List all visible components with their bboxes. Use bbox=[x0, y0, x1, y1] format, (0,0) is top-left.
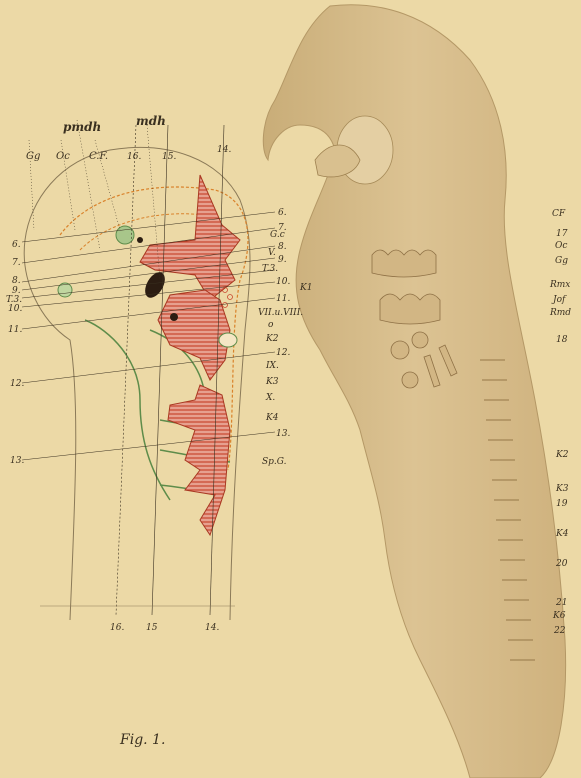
label-right-9: 9. bbox=[278, 255, 287, 265]
label-embryo-22: 22 bbox=[553, 626, 566, 636]
label-pmdh: pmdh bbox=[63, 120, 101, 134]
label-embryo-19: 19 bbox=[556, 499, 568, 509]
label-embryo-k4: K4 bbox=[555, 529, 569, 539]
label-right-k4: K4 bbox=[265, 413, 279, 423]
label-right-ix: IX. bbox=[265, 361, 279, 371]
label-left-8: 8. bbox=[12, 276, 21, 286]
leader-lines-top bbox=[29, 120, 160, 280]
label-14-bottom: 14. bbox=[205, 623, 219, 633]
label-right-12: 12. bbox=[276, 348, 290, 358]
bottom-labels: 16. 15 14. bbox=[110, 623, 219, 633]
schematic-diagram bbox=[22, 120, 275, 620]
label-right-10: 10. bbox=[276, 277, 290, 287]
label-left-11: 11. bbox=[8, 325, 22, 335]
label-mdh: mdh bbox=[136, 114, 166, 128]
left-labels: 6. 7. 8. 9. T.3. 10. 11. 12. 13. bbox=[6, 240, 24, 466]
dark-nucleus-1 bbox=[141, 269, 169, 301]
label-right-gc: G.c bbox=[270, 230, 285, 240]
figure-caption: Fig. 1. bbox=[119, 732, 165, 748]
label-embryo-rmx: Rmx bbox=[549, 280, 570, 290]
label-embryo-20: 20 bbox=[555, 559, 568, 569]
label-right-vii: VII.u.VIII. bbox=[258, 308, 303, 318]
label-embryo-17: 17 bbox=[556, 229, 568, 239]
label-left-12: 12. bbox=[10, 379, 24, 389]
label-right-11: 11. bbox=[276, 294, 290, 304]
label-16-top: 16. bbox=[127, 152, 141, 162]
label-embryo-k3: K3 bbox=[555, 484, 569, 494]
label-right-k2: K2 bbox=[265, 334, 279, 344]
red-structures bbox=[140, 175, 240, 535]
label-right-v: V. bbox=[268, 248, 276, 258]
label-embryo-k6: K6 bbox=[552, 611, 566, 621]
label-oc: Oc bbox=[56, 151, 70, 162]
label-15-top: 15. bbox=[162, 152, 176, 162]
embryo-illustration bbox=[263, 5, 565, 778]
label-embryo-k2: K2 bbox=[555, 450, 569, 460]
label-right-t3: T.3. bbox=[262, 264, 278, 274]
label-right-13: 13. bbox=[276, 429, 290, 439]
label-right-6: 6. bbox=[278, 208, 287, 218]
label-right-8: 8. bbox=[278, 242, 287, 252]
label-left-6: 6. bbox=[12, 240, 21, 250]
label-gg: Gg bbox=[26, 151, 40, 162]
label-left-7: 7. bbox=[12, 258, 21, 268]
top-labels: pmdh mdh bbox=[63, 114, 166, 134]
label-cf: C.F. bbox=[89, 151, 108, 162]
label-embryo-21: 21 bbox=[555, 598, 567, 608]
label-left-13: 13. bbox=[10, 456, 24, 466]
label-right-x: X. bbox=[265, 393, 275, 403]
label-embryo-18: 18 bbox=[556, 335, 568, 345]
label-14-top: 14. bbox=[217, 145, 231, 155]
label-embryo-gg: Gg bbox=[555, 256, 568, 266]
label-right-k3: K3 bbox=[265, 377, 279, 387]
label-15-bottom: 15 bbox=[146, 623, 158, 633]
red-structure-lower bbox=[168, 385, 230, 535]
label-right-o: o bbox=[268, 320, 274, 330]
embryo-body bbox=[263, 5, 565, 778]
dark-nucleus-3 bbox=[137, 237, 143, 243]
label-16-bottom: 16. bbox=[110, 623, 124, 633]
label-right-k1: K1 bbox=[299, 283, 312, 293]
label-embryo-oc: Oc bbox=[555, 241, 567, 251]
label-embryo-rmd: Rmd bbox=[549, 308, 571, 318]
label-left-10: 10. bbox=[8, 304, 22, 314]
otic-vesicle bbox=[219, 333, 237, 347]
label-right-spg: Sp.G. bbox=[262, 457, 287, 467]
label-embryo-jof: Jof bbox=[551, 295, 567, 305]
dark-nucleus-2 bbox=[170, 313, 178, 321]
label-embryo-cf: CF bbox=[552, 209, 566, 219]
